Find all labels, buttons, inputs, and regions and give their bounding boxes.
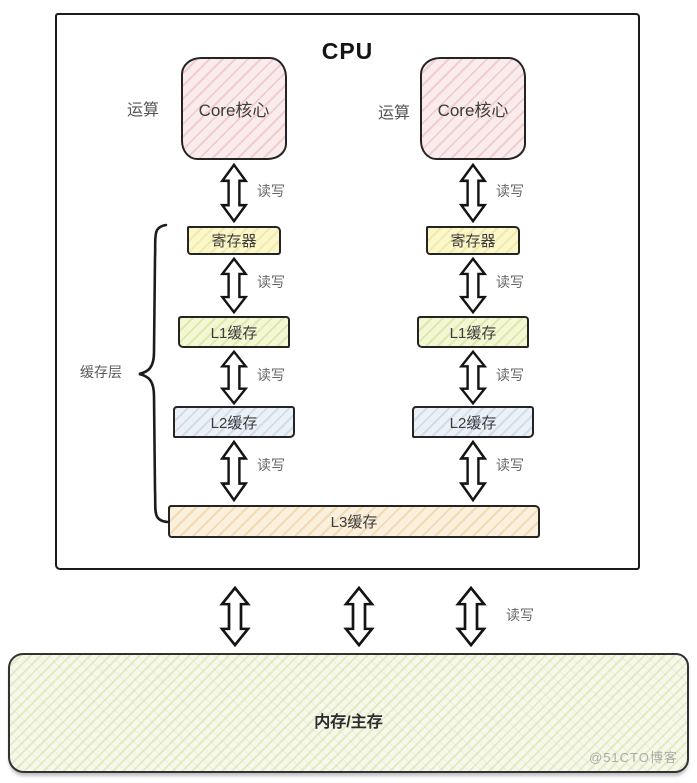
readwrite-label: 读写 <box>496 367 524 383</box>
double-arrow-icon <box>216 440 252 502</box>
compute-label-left: 运算 <box>127 102 160 119</box>
readwrite-label: 读写 <box>257 457 285 473</box>
l3-cache-box: L3缓存 <box>168 505 540 538</box>
watermark: @51CTO博客 <box>589 750 678 765</box>
readwrite-label: 读写 <box>506 607 534 623</box>
cpu-column-left: Core核心 读写 寄存器 读写 L1缓存 读写 L2缓存 读写 <box>173 57 295 517</box>
register-box: 寄存器 <box>426 226 520 255</box>
double-arrow-icon <box>455 163 491 223</box>
double-arrow-icon <box>339 586 379 647</box>
readwrite-label: 读写 <box>496 457 524 473</box>
double-arrow-icon <box>455 257 491 314</box>
l2-cache-box: L2缓存 <box>173 406 295 438</box>
double-arrow-icon <box>455 350 491 405</box>
readwrite-label: 读写 <box>496 274 524 290</box>
double-arrow-icon <box>455 440 491 502</box>
register-box: 寄存器 <box>187 226 281 255</box>
double-arrow-icon <box>216 350 252 405</box>
double-arrow-icon <box>216 257 252 314</box>
l1-cache-box: L1缓存 <box>178 316 290 348</box>
double-arrow-icon <box>451 586 491 647</box>
l1-cache-box: L1缓存 <box>417 316 529 348</box>
cpu-box: CPU <box>55 13 640 570</box>
readwrite-label: 读写 <box>257 183 285 199</box>
l2-cache-box: L2缓存 <box>412 406 534 438</box>
core-box: Core核心 <box>420 57 526 160</box>
memory-label: 内存/主存 <box>314 714 383 731</box>
readwrite-label: 读写 <box>257 367 285 383</box>
memory-box: 内存/主存 <box>8 653 689 773</box>
double-arrow-icon <box>215 586 255 647</box>
readwrite-label: 读写 <box>257 274 285 290</box>
cpu-title: CPU <box>321 38 374 64</box>
cache-layer-label: 缓存层 <box>80 364 122 380</box>
cache-layer-brace <box>138 223 170 524</box>
cpu-column-right: Core核心 读写 寄存器 读写 L1缓存 读写 L2缓存 读写 <box>412 57 534 517</box>
readwrite-label: 读写 <box>496 183 524 199</box>
core-box: Core核心 <box>181 57 287 160</box>
double-arrow-icon <box>216 163 252 223</box>
compute-label-right: 运算 <box>378 105 411 122</box>
